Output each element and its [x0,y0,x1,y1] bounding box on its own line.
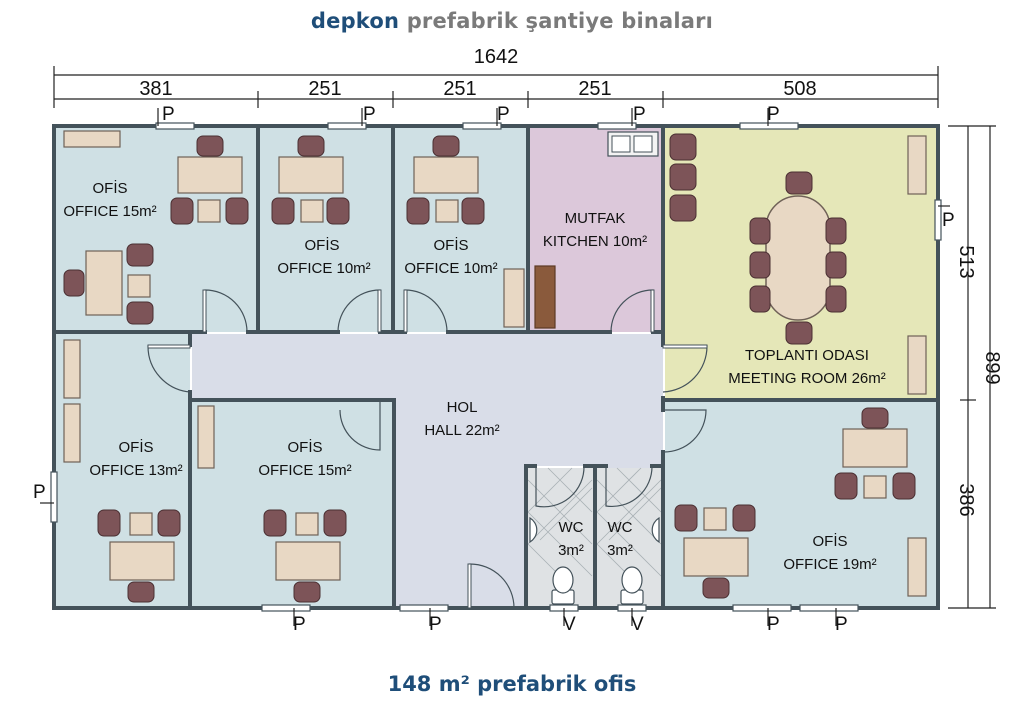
marker-p-left: P [33,482,46,503]
window-bottom-5 [732,604,792,612]
toilet-bowl-1 [552,566,574,594]
window-left [50,471,58,523]
window-top-2 [327,122,367,130]
wc-tiles [527,467,662,587]
marker-v-bottom-1: V [563,614,576,635]
wc-fixtures [529,516,660,605]
door-wc-2 [605,465,653,508]
marker-v-bottom-2: V [631,614,644,635]
washbasin-1 [529,516,538,544]
marker-p-top-2: P [363,104,376,125]
dimension-total-depth: 899 [981,351,1003,384]
room-label-hall-tr: HOL [447,399,478,416]
top-dimensions [53,66,939,108]
door-office-nw [204,289,248,333]
marker-p-bottom-2: P [429,614,442,635]
dimension-segment-1: 381 [139,78,172,100]
kitchen-fixtures [534,131,659,329]
desks [85,156,908,581]
door-office-se [662,409,707,453]
floor-hall [192,334,663,606]
room-label-wc-1-tr: WC [559,519,584,536]
room-label-hall-en: HALL 22m² [424,422,499,439]
room-label-wc-1-en: 3m² [558,542,584,559]
window-right [934,199,942,241]
room-label-office-se-tr: OFİS [812,532,847,550]
dimension-segment-4: 251 [578,78,611,100]
window-bottom-2 [399,604,449,612]
side-tables [127,199,887,536]
room-label-wc-2-tr: WC [608,519,633,536]
room-label-office-sw-en: OFFICE 15m² [258,462,351,479]
marker-p-bottom-3: P [767,614,780,635]
dimension-segment-5: 508 [783,78,816,100]
room-label-office-nw-tr: OFİS [92,179,127,197]
room-label-meeting-en: MEETING ROOM 26m² [728,370,886,387]
window-bottom-1 [261,604,311,612]
window-bottom-6 [799,604,859,612]
heading-subtitle: prefabrik şantiye binaları [406,9,714,33]
right-dimensions [948,125,996,609]
room-label-office-w-tr: OFİS [118,438,153,456]
meeting-table [765,195,831,321]
room-label-office-w-en: OFFICE 13m² [89,462,182,479]
cabinets [63,130,927,597]
window-top-4 [597,122,637,130]
marker-p-right: P [942,210,955,231]
walls [52,124,940,610]
room-label-office-3-tr: OFİS [433,236,468,254]
room-label-office-se-en: OFFICE 19m² [783,556,876,573]
toilet-bowl-2 [621,566,643,594]
door-leaves [147,289,708,609]
door-office-3 [404,289,448,333]
room-label-kitchen-tr: MUTFAK [565,210,626,227]
room-label-office-2-en: OFFICE 10m² [277,260,370,277]
marker-p-top-4: P [633,104,646,125]
chairs [63,133,916,603]
dimension-right-1: 513 [955,245,977,278]
window-top-1 [155,122,195,130]
room-labels: OFİS OFFICE 15m² OFİS OFFICE 10m² OFİS O… [63,179,885,573]
marker-p-top-1: P [162,104,175,125]
marker-p-top-3: P [497,104,510,125]
brand-name: depkon [310,9,400,33]
room-label-kitchen-en: KITCHEN 10m² [543,233,647,250]
marker-p-top-5: P [767,104,780,125]
kitchen-counter [534,265,556,329]
room-label-wc-2-en: 3m² [607,542,633,559]
door-office-2 [337,289,381,333]
marker-p-bottom-1: P [293,614,306,635]
dimension-right-2: 386 [955,483,977,516]
door-wc-1 [535,465,585,508]
door-kitchen [610,289,654,333]
door-office-w [147,345,191,393]
room-label-office-sw-tr: OFİS [287,438,322,456]
footer-caption: 148 m² prefabrik ofis [387,672,637,696]
door-entrance [469,563,515,609]
marker-p-bottom-4: P [835,614,848,635]
dimension-segment-2: 251 [308,78,341,100]
window-markers [40,108,950,626]
dimension-segment-3: 251 [443,78,476,100]
doors [147,289,708,609]
room-label-meeting-tr: TOPLANTI ODASI [745,347,869,364]
window-top-3 [462,122,502,130]
room-label-office-nw-en: OFFICE 15m² [63,203,156,220]
door-meeting [662,345,708,393]
window-top-5 [739,122,799,130]
room-label-office-3-en: OFFICE 10m² [404,260,497,277]
door-office-sw [339,400,381,451]
dimension-total-width: 1642 [474,46,519,68]
page-heading: depkon prefabrik şantiye binaları [0,9,1024,33]
washbasin-2 [651,516,660,544]
room-label-office-2-tr: OFİS [304,236,339,254]
